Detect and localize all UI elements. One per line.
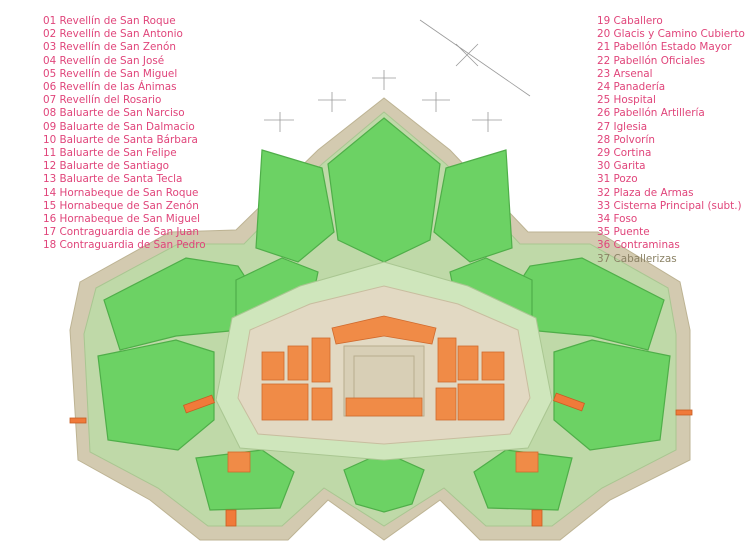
legend-item: 32 Plaza de Armas [597,186,694,199]
legend-item: 15 Hornabeque de San Zenón [43,199,199,212]
legend-item: 03 Revellín de San Zenón [43,41,176,54]
legend-item: 13 Baluarte de Santa Tecla [43,173,183,186]
legend-item: 25 Hospital [597,94,656,107]
legend-item: 21 Pabellón Estado Mayor [597,41,732,54]
legend-item: 28 Polvorín [597,133,655,146]
legend-item: 19 Caballero [597,15,663,27]
legend-item: 29 Cortina [597,147,652,160]
legend-item: 36 Contraminas [597,239,680,252]
legend-item: 27 Iglesia [597,120,648,133]
legend-item: 01 Revellín de San Roque [43,15,176,27]
legend-item: 12 Baluarte de Santiago [43,160,170,173]
legend-item: 16 Hornabeque de San Miguel [43,213,201,226]
sentry-lines [264,19,531,132]
legend-item: 17 Contraguardia de San Juan [43,226,199,239]
legend-item: 02 Revellín de San Antonio [43,28,183,41]
legend-item: 05 Revellín de San Miguel [43,67,178,80]
legend-item: 26 Pabellón Artillería [597,107,705,120]
ravelins-and-bastions [97,117,671,513]
legend-item: 33 Cisterna Principal (subt.) [597,199,742,212]
legend-item: 37 Caballerizas [597,252,677,265]
legend-item: 23 Arsenal [597,67,653,80]
legend-item: 34 Foso [597,213,638,226]
legend-item: 30 Garita [597,160,646,173]
legend-item: 35 Puente [597,226,650,239]
legend-item: 06 Revellín de las Ánimas [43,81,177,94]
legend-item: 18 Contraguardia de San Pedro [43,239,206,252]
legend-item: 08 Baluarte de San Narciso [43,107,185,120]
legend-item: 09 Baluarte de San Dalmacio [43,120,195,133]
bridges [69,392,693,527]
legend-item: 10 Baluarte de Santa Bárbara [43,133,198,146]
legend-item: 22 Pabellón Oficiales [597,54,706,67]
buildings [227,315,539,473]
legend-item: 24 Panadería [597,81,666,94]
legend-item: 07 Revellín del Rosario [43,94,162,107]
legend-item: 11 Baluarte de San Felipe [43,147,177,160]
legend-item: 20 Glacis y Camino Cubierto [597,28,745,41]
legend-item: 14 Hornabeque de San Roque [43,186,199,199]
legend-item: 31 Pozo [597,173,638,186]
legend-item: 04 Revellín de San José [43,54,165,67]
